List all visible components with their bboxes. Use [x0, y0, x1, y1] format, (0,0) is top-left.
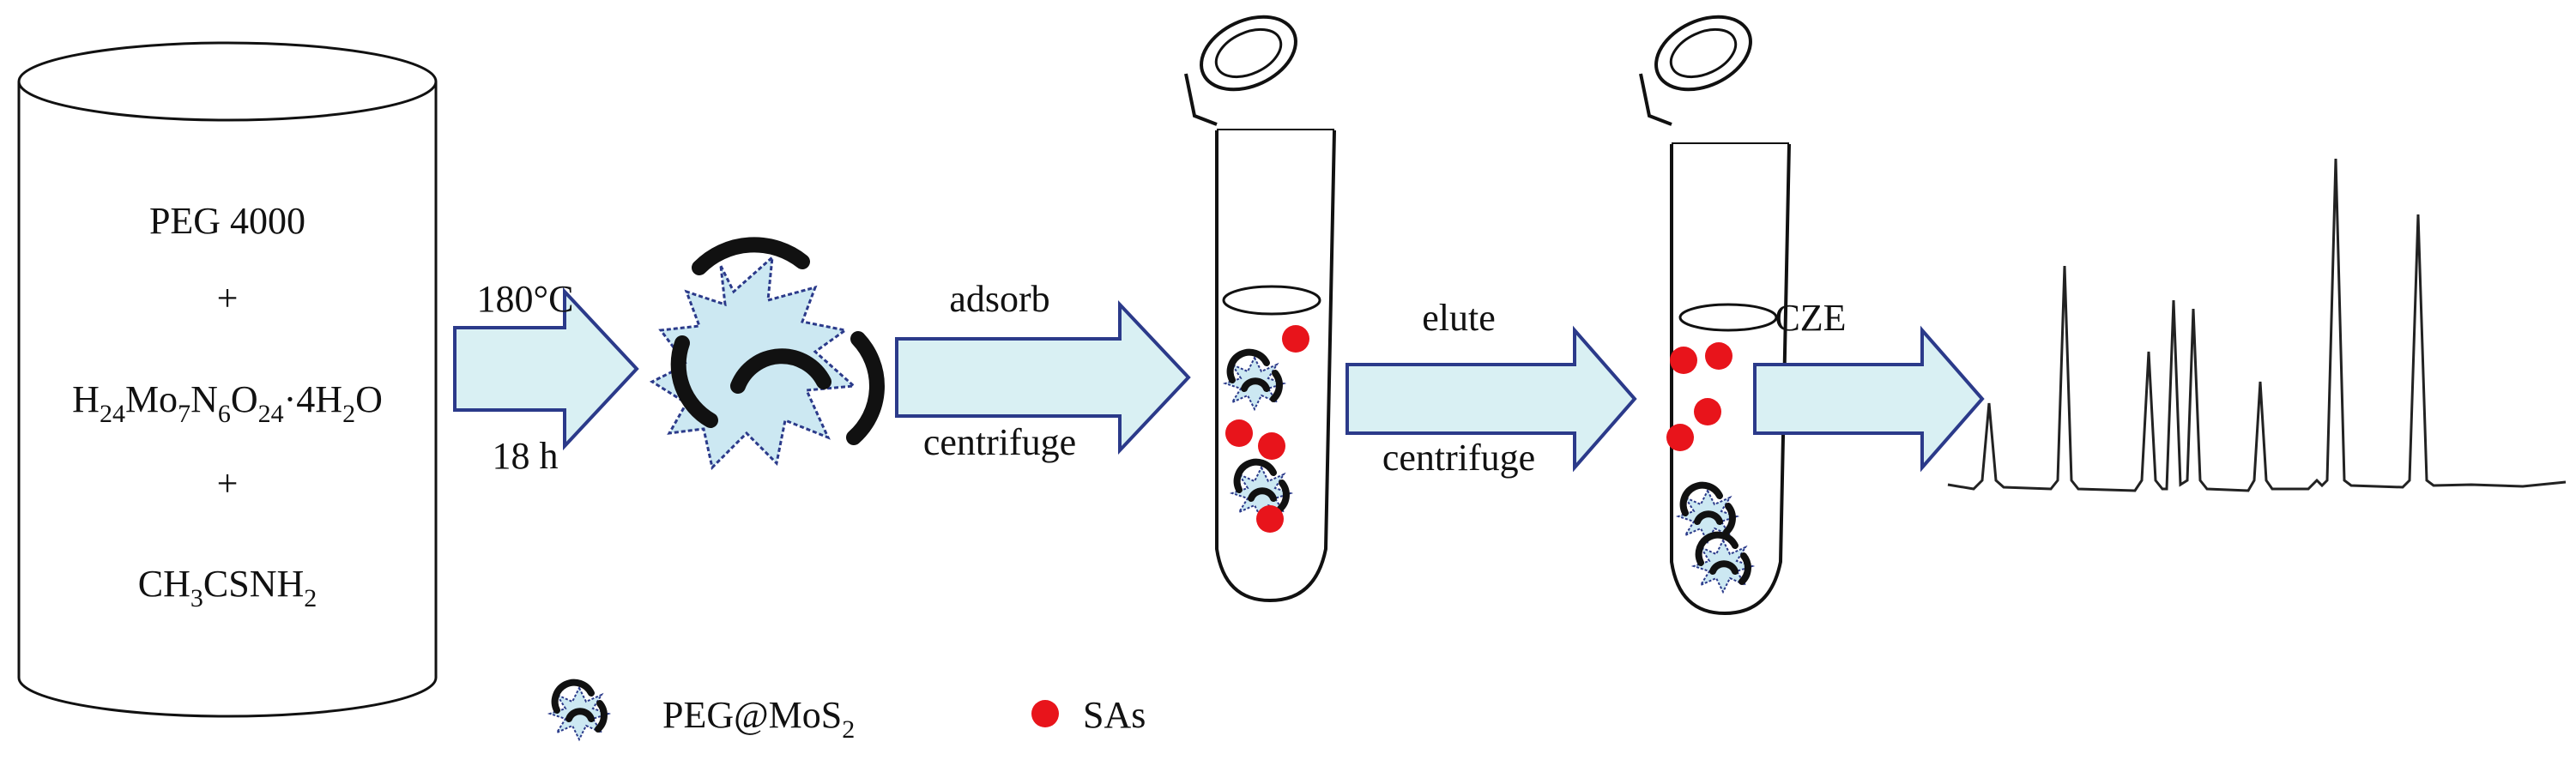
legend-sas-dot-icon — [1031, 700, 1059, 727]
arrow-elute — [1345, 325, 1637, 473]
sas-dot — [1258, 432, 1285, 460]
step-centrifuge-2: centrifuge — [1382, 437, 1535, 479]
step-temperature: 180°C — [477, 278, 574, 320]
legend-peg-mos2-label: PEG@MoS2 — [662, 694, 855, 744]
reactant-peg: PEG 4000 — [149, 200, 305, 242]
sas-dot — [1256, 505, 1284, 533]
sas-dot — [1670, 347, 1697, 374]
sas-dot — [1694, 398, 1721, 425]
peg-mos2-nanoparticle — [649, 237, 885, 470]
sas-dot — [1282, 325, 1309, 353]
step-cze: CZE — [1775, 297, 1846, 339]
sas-dot — [1705, 342, 1732, 370]
sas-dot — [1666, 424, 1694, 451]
arrow-adsorb — [895, 299, 1191, 455]
plus-sign-2: + — [217, 462, 239, 504]
sas-dot — [1225, 419, 1253, 447]
reactant-thioacetamide: CH3CSNH2 — [138, 563, 317, 612]
legend-peg-mos2-icon — [550, 683, 608, 739]
electropherogram-trace — [1947, 158, 2567, 492]
legend-sas-label: SAs — [1083, 694, 1146, 736]
centrifuge-tube-elute — [1639, 15, 1791, 616]
legend: PEG@MoS2 SAs — [550, 683, 1146, 744]
reactor-cylinder: PEG 4000 + H24Mo7N6O24·4H2O + CH3CSNH2 — [17, 41, 438, 718]
step-adsorb: adsorb — [949, 278, 1049, 320]
plus-sign-1: + — [217, 277, 239, 319]
arrow-synthesis — [453, 286, 639, 451]
step-centrifuge-1: centrifuge — [923, 421, 1076, 463]
centrifuge-tube-adsorb — [1184, 15, 1336, 603]
step-duration: 18 h — [493, 435, 559, 477]
arrow-cze — [1753, 325, 1985, 473]
step-elute: elute — [1422, 297, 1496, 339]
reactant-molybdate: H24Mo7N6O24·4H2O — [72, 378, 383, 428]
